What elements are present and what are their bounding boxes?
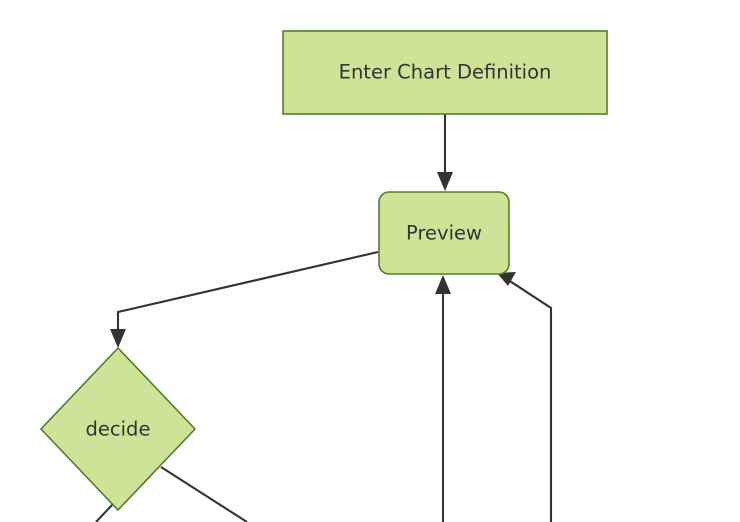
arrow-head-icon bbox=[437, 172, 453, 191]
edge-bottom-right-to-preview bbox=[497, 272, 553, 522]
edge-preview-to-decide bbox=[110, 250, 379, 348]
edge-decide-bottom-out bbox=[95, 503, 114, 522]
node-enter-chart-definition[interactable]: Enter Chart Definition bbox=[282, 30, 608, 115]
edge-group bbox=[95, 114, 553, 522]
node-label-enter-chart-definition: Enter Chart Definition bbox=[339, 61, 552, 84]
node-decide[interactable]: decide bbox=[39, 346, 197, 512]
node-shape-rounded-rectangle bbox=[378, 191, 510, 275]
node-label-preview: Preview bbox=[406, 222, 482, 245]
edge-enter-to-preview bbox=[437, 114, 453, 191]
edge-line bbox=[505, 277, 553, 522]
edge-bottom-center-to-preview bbox=[435, 275, 451, 522]
node-label-decide: decide bbox=[86, 418, 151, 441]
edge-line bbox=[116, 250, 379, 338]
node-preview[interactable]: Preview bbox=[378, 191, 510, 275]
arrow-head-icon bbox=[110, 329, 126, 348]
edge-line bbox=[95, 503, 114, 522]
arrow-head-icon bbox=[497, 272, 516, 286]
node-shape-rectangle bbox=[282, 30, 608, 115]
arrow-head-icon bbox=[435, 275, 451, 294]
node-shape-diamond bbox=[39, 346, 197, 512]
edge-line bbox=[160, 466, 248, 522]
edge-decide-right-out bbox=[160, 466, 248, 522]
